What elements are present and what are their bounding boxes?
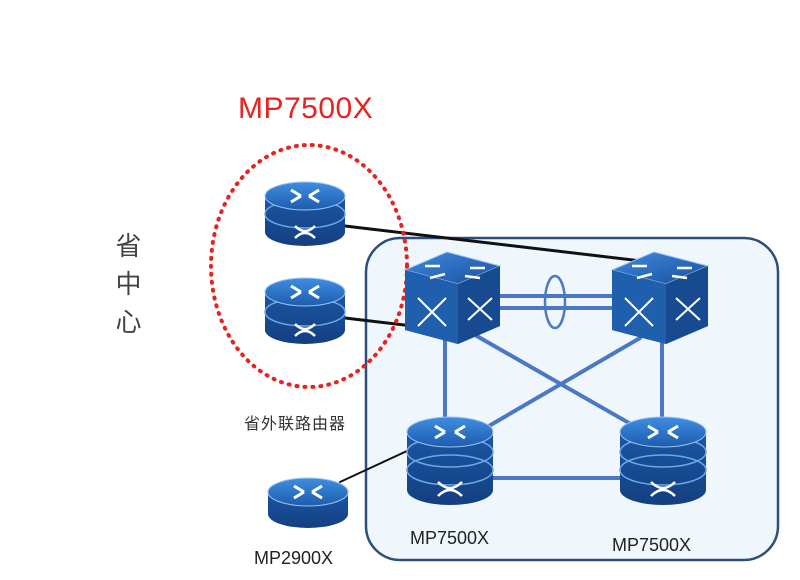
outer-routers-label: 省外联路由器 bbox=[244, 414, 347, 433]
outer-routers-highlight bbox=[209, 143, 409, 389]
link-aggregation-ellipse bbox=[543, 274, 567, 330]
core-right-label: MP7500X bbox=[612, 535, 692, 555]
router-core-right bbox=[619, 416, 707, 505]
province-center-label: 省中心 bbox=[111, 232, 141, 346]
link-switch-right-core-left bbox=[480, 336, 642, 432]
core-left-label: MP7500X bbox=[410, 528, 490, 548]
switch-core-right bbox=[610, 251, 710, 344]
link-outer-top-to-switch-right bbox=[343, 224, 652, 264]
highlight-title: MP7500X bbox=[238, 92, 374, 125]
router-core-left bbox=[406, 416, 494, 505]
router-outer-top bbox=[264, 181, 346, 246]
router-outer-bottom bbox=[264, 277, 346, 344]
access-router-label: MP2900X bbox=[254, 548, 334, 568]
router-access bbox=[267, 477, 349, 528]
links bbox=[339, 224, 664, 483]
switch-core-left bbox=[403, 251, 502, 344]
